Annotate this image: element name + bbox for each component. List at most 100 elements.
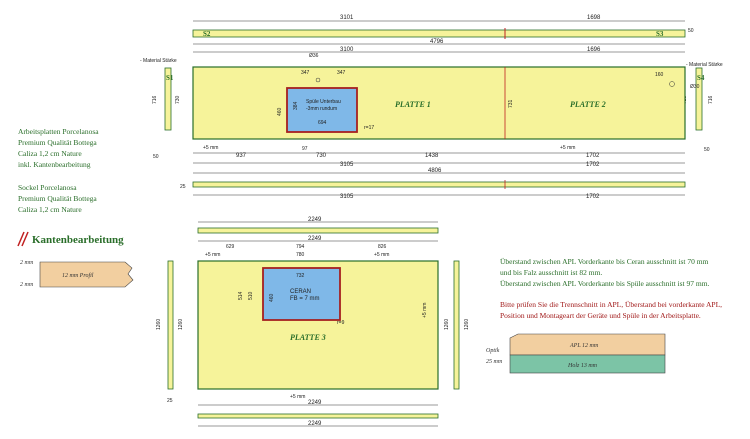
note-red-2: Position und Montageart der Geräte und S… bbox=[500, 311, 701, 320]
segment-label-s3: S3 bbox=[656, 30, 664, 38]
tap-hole-icon bbox=[669, 81, 675, 87]
dim-937: 937 bbox=[236, 153, 247, 159]
sink-text-2: -3mm rundum bbox=[306, 106, 337, 112]
dim-694: 694 bbox=[318, 120, 327, 126]
plate-1-2 bbox=[192, 66, 686, 140]
dim-97: 97 bbox=[302, 146, 308, 152]
edge-profile-shape bbox=[39, 261, 134, 288]
sink-cutout bbox=[286, 87, 358, 133]
note-red-1: Bitte prüfen Sie die Trennschnitt in APL… bbox=[500, 300, 722, 309]
dim-1260-d: 1260 bbox=[464, 319, 470, 330]
dim-347a: 347 bbox=[301, 70, 310, 76]
dim-2249-bot1: 2249 bbox=[308, 400, 322, 406]
dim-plus5-c: +5 mm bbox=[205, 252, 220, 258]
info-line-1: Arbeitsplatten Porcelanosa bbox=[18, 127, 99, 136]
dim-1260-b: 1260 bbox=[178, 319, 184, 330]
dim-730-left: 730 bbox=[175, 95, 181, 104]
optik-dim: 25 mm bbox=[486, 359, 503, 365]
optik-holz-label: Holz 13 mm bbox=[567, 363, 598, 369]
dim-716-right: 716 bbox=[708, 95, 714, 104]
dim-50-right: 50 bbox=[704, 147, 710, 153]
plate3-back-strip bbox=[197, 227, 439, 234]
edge-mark-icon bbox=[17, 231, 25, 247]
note-green-3: Überstand zwischen APL Vorderkante bis S… bbox=[500, 279, 710, 288]
kanten-profile-label: 12 mm Profil bbox=[62, 272, 94, 279]
dim-1696: 1696 bbox=[587, 47, 601, 53]
dim-1702-sockel: 1702 bbox=[586, 194, 600, 200]
dim-2249-top1: 2249 bbox=[308, 217, 322, 223]
dim-347b: 347 bbox=[337, 70, 346, 76]
dim-514: 514 bbox=[238, 291, 244, 300]
dim-4796: 4796 bbox=[430, 39, 444, 45]
segment-label-s2: S2 bbox=[203, 30, 211, 38]
sink-text-1: Spüle Unterbau bbox=[306, 99, 341, 105]
dim-384: 384 bbox=[293, 101, 299, 110]
dim-50-top: 50 bbox=[688, 28, 694, 34]
plate3-left-strip bbox=[167, 260, 174, 390]
dim-1702b: 1702 bbox=[586, 162, 600, 168]
sockel-strip bbox=[192, 181, 686, 188]
dim-3100: 3100 bbox=[340, 47, 354, 53]
dim-1698: 1698 bbox=[587, 15, 601, 21]
dim-716-left: 716 bbox=[152, 95, 158, 104]
optik-holz-shape bbox=[509, 354, 666, 374]
plate3-sockel-strip bbox=[197, 413, 439, 419]
dim-730: 730 bbox=[316, 153, 327, 159]
dim-plus5-a: +5 mm bbox=[203, 145, 218, 151]
material-label-right: - Material Stärke bbox=[686, 62, 723, 68]
dim-25-plate3: 25 bbox=[167, 398, 173, 404]
optik-apl-label: APL 12 mm bbox=[569, 343, 599, 349]
segment-label-s4: S4 bbox=[697, 74, 705, 82]
dim-1702a: 1702 bbox=[586, 153, 600, 159]
dim-460-sink: 460 bbox=[277, 107, 283, 116]
info-line-3: Caliza 1,2 cm Nature bbox=[18, 149, 82, 158]
dim-3101: 3101 bbox=[340, 15, 354, 21]
info-line-2: Premium Qualität Bottega bbox=[18, 138, 97, 147]
dim-r9: r=9 bbox=[337, 320, 345, 326]
info-line-7: Caliza 1,2 cm Nature bbox=[18, 205, 82, 214]
dim-plus5-e: +5 mm bbox=[290, 394, 305, 400]
dim-732: 732 bbox=[296, 273, 305, 279]
note-green-2: und bis Falz ausschnitt ist 82 mm. bbox=[500, 268, 602, 277]
edge-mark-icon bbox=[21, 231, 29, 247]
note-green-1: Überstand zwischen APL Vorderkante bis C… bbox=[500, 257, 709, 266]
optik-apl-shape bbox=[509, 333, 666, 356]
dim-r17: r=17 bbox=[364, 125, 374, 131]
dim-1260-c: 1260 bbox=[444, 319, 450, 330]
dim-25-sockel: 25 bbox=[180, 184, 186, 190]
plate3-right-strip bbox=[453, 260, 460, 390]
info-line-4: inkl. Kantenbearbeitung bbox=[18, 160, 91, 169]
dim-4806: 4806 bbox=[428, 168, 442, 174]
dim-plus5-b: +5 mm bbox=[560, 145, 575, 151]
dim-2249-bot2: 2249 bbox=[308, 421, 322, 427]
dim-1438: 1438 bbox=[425, 153, 439, 159]
top-back-strip bbox=[192, 29, 686, 38]
right-side-strip bbox=[695, 67, 703, 131]
dim-826: 826 bbox=[378, 244, 387, 250]
dim-629: 629 bbox=[226, 244, 235, 250]
dim-160: 160 bbox=[655, 72, 664, 78]
plate-2-label: PLATTE 2 bbox=[570, 100, 606, 109]
info-line-5: Sockel Porcelanosa bbox=[18, 183, 77, 192]
info-line-6: Premium Qualität Bottega bbox=[18, 194, 97, 203]
left-side-strip bbox=[164, 67, 172, 131]
segment-label-s1: S1 bbox=[166, 74, 174, 82]
tap-hole-icon bbox=[315, 77, 321, 83]
dim-3105: 3105 bbox=[340, 162, 354, 168]
dim-2249-top2: 2249 bbox=[308, 236, 322, 242]
dim-plus5-f: +5 mm bbox=[422, 303, 428, 318]
material-label-left: - Material Stärke bbox=[140, 58, 177, 64]
optik-label: Optik bbox=[486, 348, 500, 354]
ceran-text-1: CERAN bbox=[290, 289, 311, 295]
kanten-dim-top: 2 mm bbox=[20, 260, 34, 266]
dim-1260-a: 1260 bbox=[156, 319, 162, 330]
dim-510: 510 bbox=[248, 291, 254, 300]
plate-3-label: PLATTE 3 bbox=[290, 333, 326, 342]
kanten-dim-bottom: 2 mm bbox=[20, 282, 34, 288]
dim-3105-sockel: 3105 bbox=[340, 194, 354, 200]
plate-1-label: PLATTE 1 bbox=[395, 100, 431, 109]
dim-460-ceran: 460 bbox=[269, 293, 275, 302]
dim-d30: Ø30 bbox=[690, 84, 700, 90]
ceran-cutout bbox=[262, 267, 341, 321]
dim-794: 794 bbox=[296, 244, 305, 250]
